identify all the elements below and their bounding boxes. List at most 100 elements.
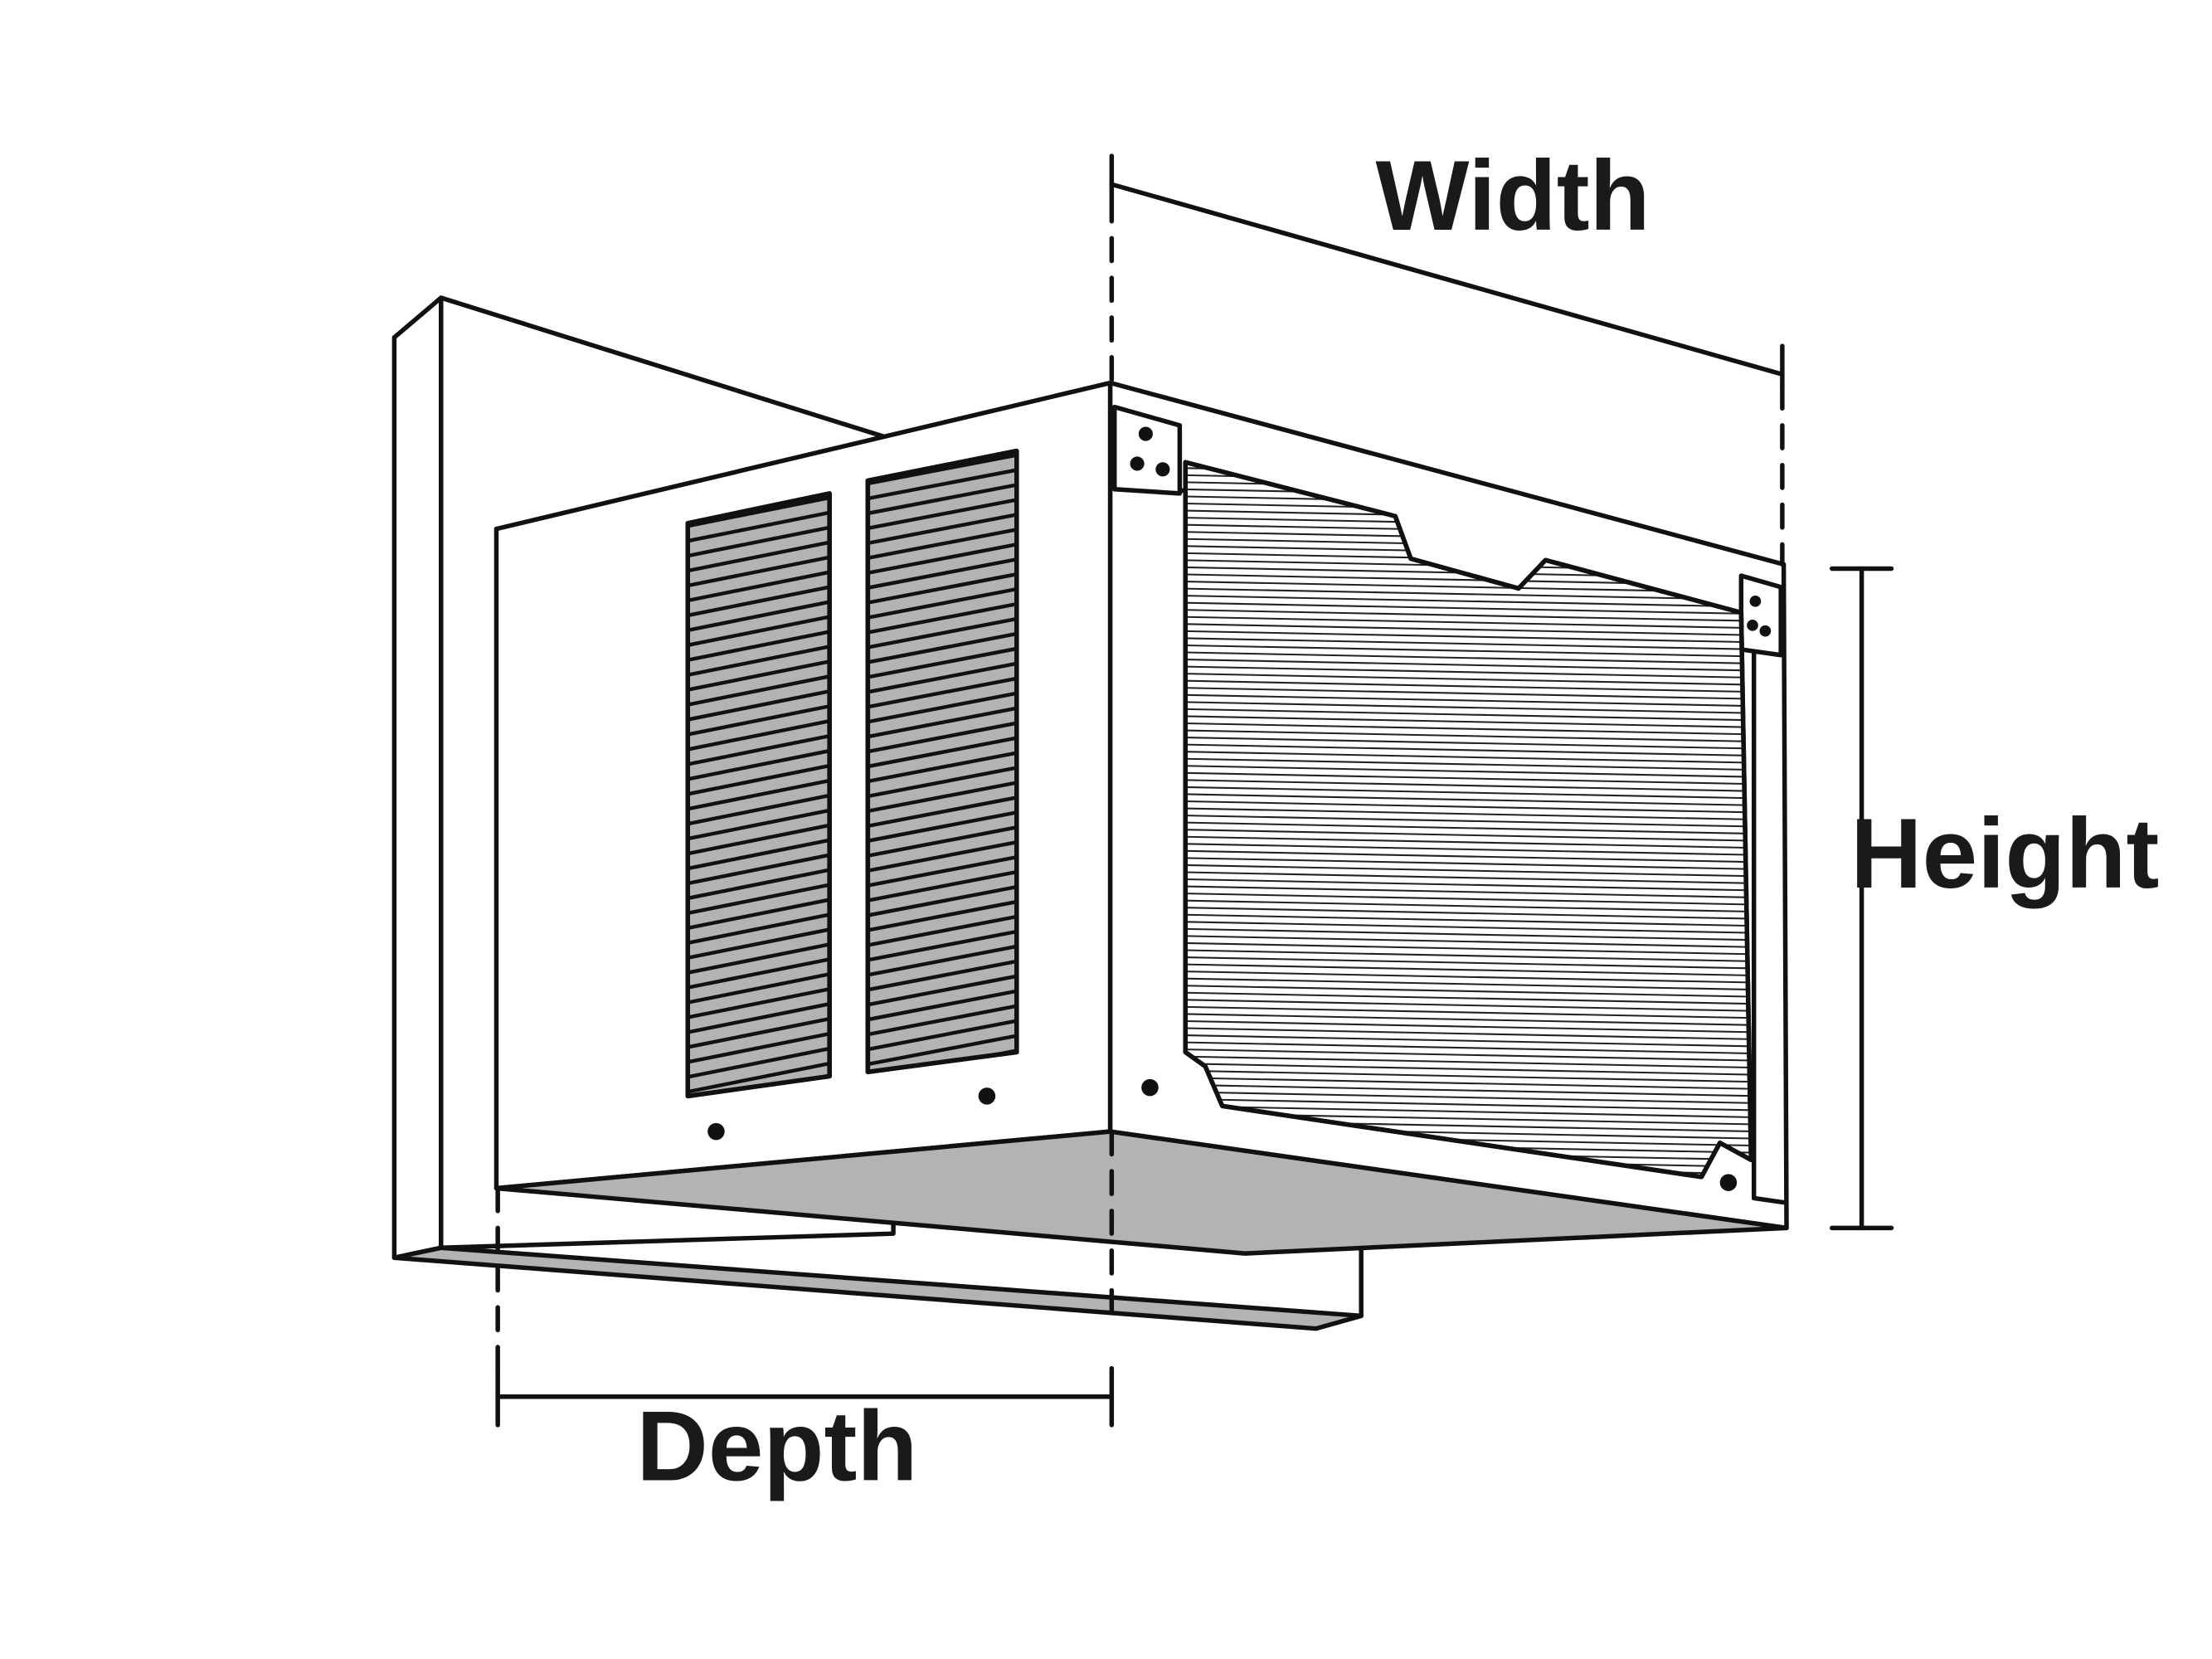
louver-slat: [688, 1060, 830, 1096]
louver-slat: [688, 494, 830, 530]
screw: [1747, 620, 1758, 631]
coil-fin-line: [1185, 793, 1752, 806]
louver-slat: [868, 749, 1017, 785]
top-right-bracket: [1738, 573, 1783, 658]
height-label: Height: [1850, 799, 2159, 909]
louver-slat: [868, 511, 1017, 547]
coil-fin-line: [1185, 814, 1752, 828]
screw: [707, 1122, 725, 1141]
coil-fin-line: [1185, 878, 1752, 892]
louver-slat: [868, 496, 1017, 532]
louver-slat: [868, 764, 1017, 800]
coil-fin-line: [1185, 750, 1752, 764]
coil-fin-line: [1185, 722, 1752, 736]
coil-fin-line: [1185, 864, 1752, 878]
coil-fin-line: [1185, 715, 1752, 728]
coil-fin-line: [1185, 800, 1752, 814]
louver-slat: [688, 971, 830, 1006]
louver-slat: [688, 613, 830, 649]
coil-fin-line: [1185, 849, 1752, 864]
coil-fin-line: [1185, 921, 1752, 934]
coil-fin-line: [1185, 701, 1752, 714]
louver-slat: [688, 806, 830, 843]
wall-bottom-ledge: [391, 1245, 1364, 1331]
louver-slat: [688, 718, 830, 753]
louver-slat: [688, 836, 830, 872]
louver-slat: [868, 987, 1017, 1023]
louver-slat: [688, 821, 830, 857]
louver-slat: [868, 571, 1017, 606]
coil-fin-line: [1185, 899, 1752, 913]
louver-slat: [688, 747, 830, 783]
coil-fin-line: [1185, 708, 1752, 722]
louver-slat: [868, 541, 1017, 577]
coil-fin-line: [1185, 857, 1752, 870]
coil-fin-line: [1185, 941, 1752, 956]
coil-fin-line: [1185, 927, 1752, 941]
coil-fin-line: [1185, 1055, 1752, 1069]
louver-slat: [688, 658, 830, 693]
louver-slat: [868, 883, 1017, 919]
coil-fin-line: [1185, 644, 1752, 658]
side-louver-left: [685, 491, 832, 1099]
louver-slat: [868, 1032, 1017, 1068]
louver-slat: [688, 1000, 830, 1036]
coil-fin-line: [1185, 871, 1752, 884]
coil-fin-line: [1185, 835, 1752, 849]
screw: [978, 1087, 996, 1105]
louver-slat: [688, 643, 830, 679]
louver-slat: [868, 481, 1017, 517]
louver-slat: [868, 913, 1017, 949]
louver-slat: [868, 824, 1017, 859]
screw: [1130, 456, 1145, 471]
louver-slat: [688, 926, 830, 961]
coil-fin-line: [1185, 1083, 1752, 1097]
coil-fin-line: [1185, 963, 1752, 977]
louver-slat: [868, 868, 1017, 904]
coil-fin-line: [1185, 743, 1752, 757]
louver-slat: [868, 972, 1017, 1009]
louver-slat: [688, 985, 830, 1021]
coil-fin-line: [1185, 771, 1752, 786]
coil-fin-line: [1185, 736, 1752, 750]
coil-fin-line: [1185, 679, 1752, 693]
coil-fin-line: [1185, 786, 1752, 800]
coil-fin-line: [1185, 665, 1752, 679]
louver-slat: [688, 851, 830, 887]
louver-slat: [688, 956, 830, 991]
louver-slat: [688, 1045, 830, 1081]
coil-fin-line: [1185, 765, 1752, 778]
coil-fin-line: [1185, 637, 1752, 650]
side-louver-right: [865, 448, 1019, 1075]
height-dimension: [1829, 566, 1894, 1231]
coil-fin-line: [1185, 970, 1752, 984]
louver-slat: [868, 898, 1017, 934]
louver-slat: [868, 779, 1017, 815]
coil-fin-line: [1185, 615, 1752, 630]
coil-fin-line: [1185, 828, 1752, 842]
louver-slat: [868, 809, 1017, 844]
louver-slat: [868, 601, 1017, 636]
louver-slat: [868, 958, 1017, 994]
coil-fin-line: [1185, 991, 1752, 1005]
louver-slat: [688, 583, 830, 619]
dimension-guides: [495, 196, 1785, 1371]
louver-slat: [688, 732, 830, 768]
coil-fin-line: [1185, 693, 1752, 708]
coil-fin-line: [1185, 1013, 1752, 1026]
louver-slat: [868, 839, 1017, 874]
coil-fin-line: [1185, 807, 1752, 821]
coil-fin-line: [1185, 658, 1752, 672]
louver-slat: [688, 1030, 830, 1066]
louver-slat: [688, 1015, 830, 1051]
coil-fin-line: [1185, 609, 1752, 622]
louver-slat: [868, 645, 1017, 681]
coil-fin-line: [1185, 906, 1752, 920]
coil-fin-line: [1185, 1005, 1752, 1019]
coil-fin-line: [1185, 977, 1752, 991]
coil-fin-line: [1185, 892, 1752, 906]
louver-slat: [688, 866, 830, 902]
louver-slat: [688, 688, 830, 723]
